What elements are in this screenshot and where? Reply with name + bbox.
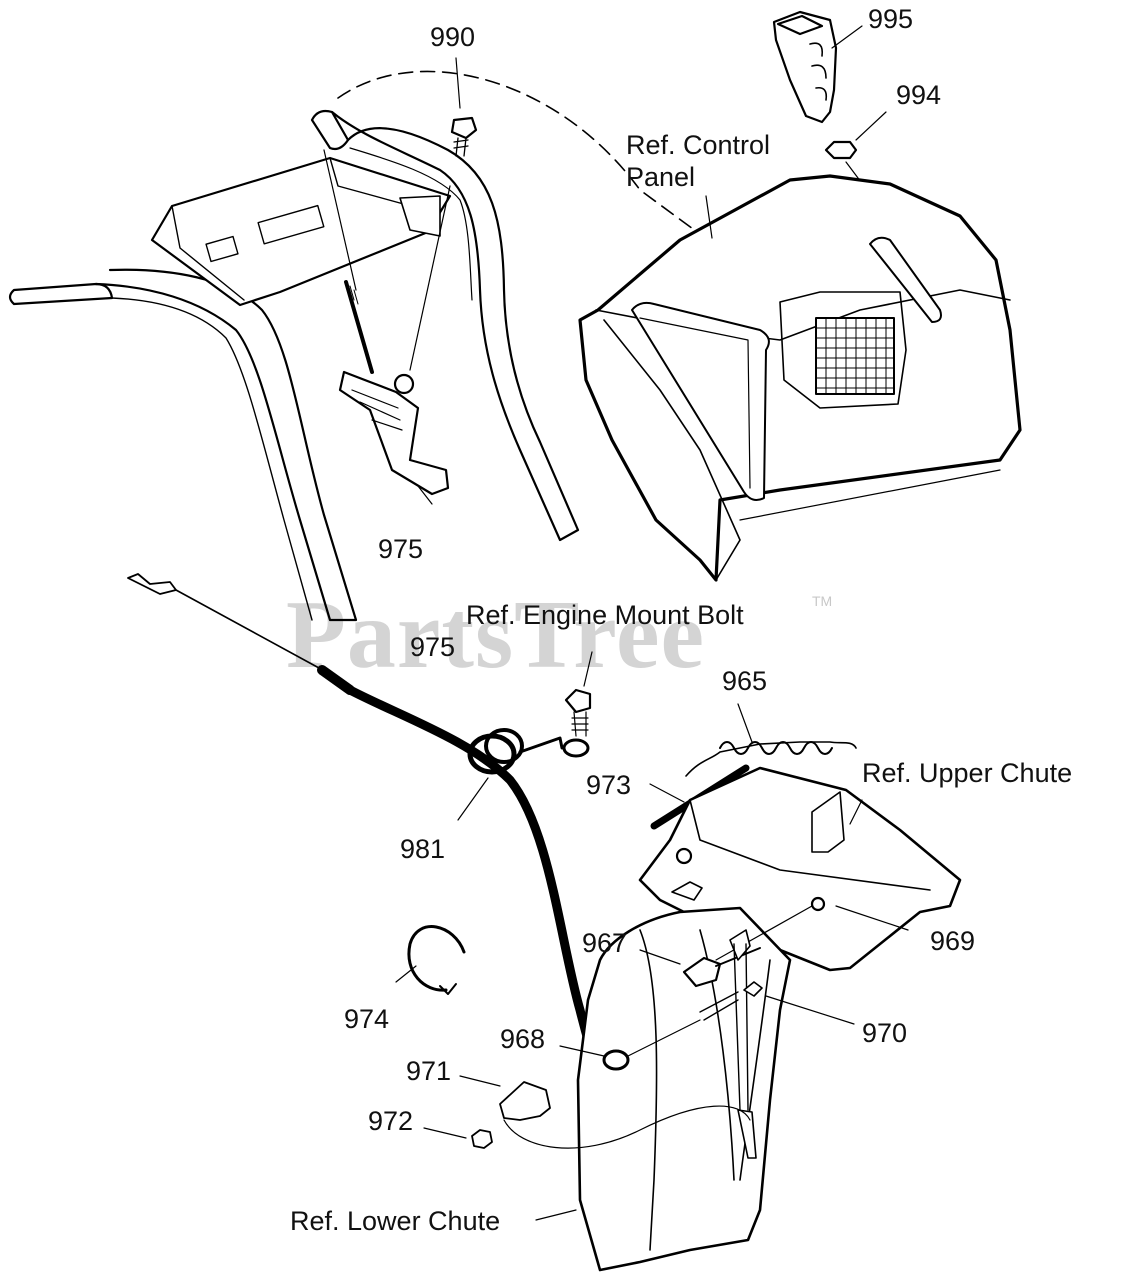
callout-968[interactable]: 968 [500, 1024, 546, 1054]
callout-control-panel-line1[interactable]: Ref. Control [626, 130, 771, 160]
callout-981[interactable]: 981 [400, 834, 446, 864]
callout-972[interactable]: 972 [368, 1106, 414, 1136]
callout-control-panel-line2[interactable]: Panel [626, 162, 696, 192]
callout-975-lower[interactable]: 975 [410, 632, 456, 662]
callout-lower-chute[interactable]: Ref. Lower Chute [290, 1206, 501, 1236]
control-panel-housing [578, 174, 1022, 582]
lower-chute [576, 906, 792, 1272]
partstree-watermark: PartsTree [286, 581, 705, 689]
callout-974[interactable]: 974 [344, 1004, 390, 1034]
callout-973[interactable]: 973 [586, 770, 632, 800]
callout-995[interactable]: 995 [868, 4, 914, 34]
callout-990[interactable]: 990 [430, 22, 476, 52]
callout-967[interactable]: 967 [582, 928, 628, 958]
callout-969[interactable]: 969 [930, 926, 976, 956]
trademark-mark: TM [812, 593, 833, 609]
callout-994[interactable]: 994 [896, 80, 942, 110]
callout-upper-chute[interactable]: Ref. Upper Chute [862, 758, 1073, 788]
callout-975-upper[interactable]: 975 [378, 534, 424, 564]
callout-970[interactable]: 970 [862, 1018, 908, 1048]
retaining-ring-974 [407, 925, 466, 992]
callout-engine-mount-bolt[interactable]: Ref. Engine Mount Bolt [466, 600, 744, 630]
callout-965[interactable]: 965 [722, 666, 768, 696]
callout-971[interactable]: 971 [406, 1056, 452, 1086]
grip-995 [772, 10, 838, 124]
handle-assembly [8, 109, 580, 622]
nut-994 [824, 140, 858, 160]
reference-dashed-arc [337, 70, 709, 241]
engine-mount-bolt [562, 688, 592, 758]
